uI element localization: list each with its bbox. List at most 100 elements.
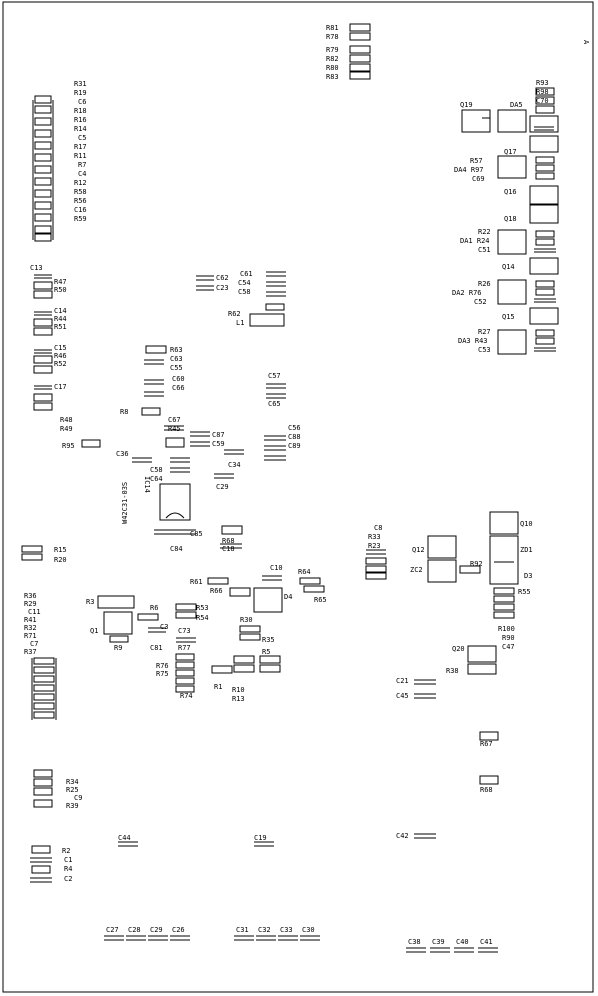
ref-label: C30 xyxy=(302,926,315,934)
ref-label: R53 xyxy=(196,604,209,612)
ref-label: Q14 xyxy=(502,263,515,271)
ref-label: R80 xyxy=(326,64,339,72)
ref-label: C1 xyxy=(64,856,72,864)
ref-label: R27 xyxy=(478,328,491,336)
ref-label: C66 xyxy=(172,384,185,392)
ref-label: R35 xyxy=(262,636,275,644)
ref-label: C2 xyxy=(64,875,72,883)
ref-label: R22 xyxy=(478,228,491,236)
ref-label: R29 xyxy=(24,600,37,608)
ref-label: R12 xyxy=(74,179,87,187)
ref-label: DA3 R43 xyxy=(458,337,488,345)
ref-label: C26 xyxy=(172,926,185,934)
corner-mark: A xyxy=(582,40,590,45)
ref-label: R78 xyxy=(326,33,339,41)
ref-label: R81 xyxy=(326,24,339,32)
ref-label: C17 xyxy=(54,383,67,391)
ref-label: R15 xyxy=(54,546,67,554)
ref-label: C84 xyxy=(170,545,183,553)
ref-label: R41 xyxy=(24,616,37,624)
ref-label: R11 xyxy=(74,152,87,160)
ref-label: C18 xyxy=(222,545,235,553)
ref-label: Q18 xyxy=(504,215,517,223)
ref-label: R62 xyxy=(228,310,241,318)
ref-label: C8 xyxy=(374,524,382,532)
ref-label: Q20 xyxy=(452,645,465,653)
ref-label: R49 xyxy=(60,425,73,433)
ref-label: Q10 xyxy=(520,520,533,528)
ref-label: R44 xyxy=(54,315,67,323)
ref-label: R37 xyxy=(24,648,37,656)
ref-label: C39 xyxy=(432,938,445,946)
ref-label: C64 xyxy=(150,475,163,483)
ref-label: R38 xyxy=(446,667,459,675)
ref-label: R19 xyxy=(74,89,87,97)
ref-label: R8 xyxy=(120,408,128,416)
ref-label: C9 xyxy=(74,794,82,802)
ref-label: DA1 R24 xyxy=(460,237,490,245)
ref-label: R98 xyxy=(536,88,549,96)
ref-label: R52 xyxy=(54,360,67,368)
ref-label: R54 xyxy=(196,614,209,622)
ref-label: C62 xyxy=(216,274,229,282)
ref-label: R61 xyxy=(190,578,203,586)
ref-label: R30 xyxy=(240,616,253,624)
ref-label: R68 xyxy=(222,537,235,545)
ref-label: C63 xyxy=(170,355,183,363)
ref-label: C58 xyxy=(238,288,251,296)
designators: R81 R78 R79 R82 R80 R83 R31 R19 C6 R18 R… xyxy=(24,24,549,946)
ref-label: W42C31-03S xyxy=(121,482,129,524)
ref-label: R48 xyxy=(60,416,73,424)
ref-label: R31 xyxy=(74,80,87,88)
ref-label: C5 xyxy=(78,134,86,142)
ref-label: D4 xyxy=(284,593,292,601)
ref-label: R63 xyxy=(170,346,183,354)
ref-label: C70 xyxy=(536,97,549,105)
ref-label: IC14 xyxy=(143,476,151,493)
ref-label: Q1 xyxy=(90,627,98,635)
ref-label: C16 xyxy=(74,206,87,214)
ref-label: C52 xyxy=(474,298,487,306)
ref-label: C33 xyxy=(280,926,293,934)
ref-label: C57 xyxy=(268,372,281,380)
ref-label: R59 xyxy=(74,215,87,223)
ref-label: C34 xyxy=(228,461,241,469)
ref-label: R32 xyxy=(24,624,37,632)
ref-label: R75 xyxy=(156,670,169,678)
ref-label: R57 xyxy=(470,157,483,165)
ref-label: C55 xyxy=(170,364,183,372)
ref-label: C29 xyxy=(216,483,229,491)
ref-label: R26 xyxy=(478,280,491,288)
ref-label: DA5 xyxy=(510,101,523,109)
ref-label: R95 xyxy=(62,442,75,450)
ref-label: C87 xyxy=(212,431,225,439)
ref-label: R13 xyxy=(232,695,245,703)
ref-label: C42 xyxy=(396,832,409,840)
ref-label: C88 xyxy=(288,433,301,441)
ref-label: R7 xyxy=(78,161,86,169)
ref-label: C15 xyxy=(54,344,67,352)
ref-label: C3 xyxy=(160,623,168,631)
ref-label: R71 xyxy=(24,632,37,640)
ref-label: C13 xyxy=(30,264,43,272)
ref-label: R39 xyxy=(66,802,79,810)
ref-label: Q15 xyxy=(502,313,515,321)
ref-label: C58 xyxy=(150,466,163,474)
ref-label: D3 xyxy=(524,572,532,580)
ref-label: C61 xyxy=(240,270,253,278)
ref-label: C59 xyxy=(212,440,225,448)
ref-label: R2 xyxy=(62,847,70,855)
ref-label: DA4 R97 xyxy=(454,166,484,174)
ref-label: R92 xyxy=(470,560,483,568)
ref-label: R1 xyxy=(214,683,222,691)
ref-label: C36 xyxy=(116,450,129,458)
ref-label: R66 xyxy=(210,587,223,595)
ref-label: C67 xyxy=(168,416,181,424)
ref-label: R67 xyxy=(480,740,493,748)
ref-label: R83 xyxy=(326,73,339,81)
ref-label: Q19 xyxy=(460,101,473,109)
ref-label: C31 xyxy=(236,926,249,934)
ref-label: Q12 xyxy=(412,546,425,554)
